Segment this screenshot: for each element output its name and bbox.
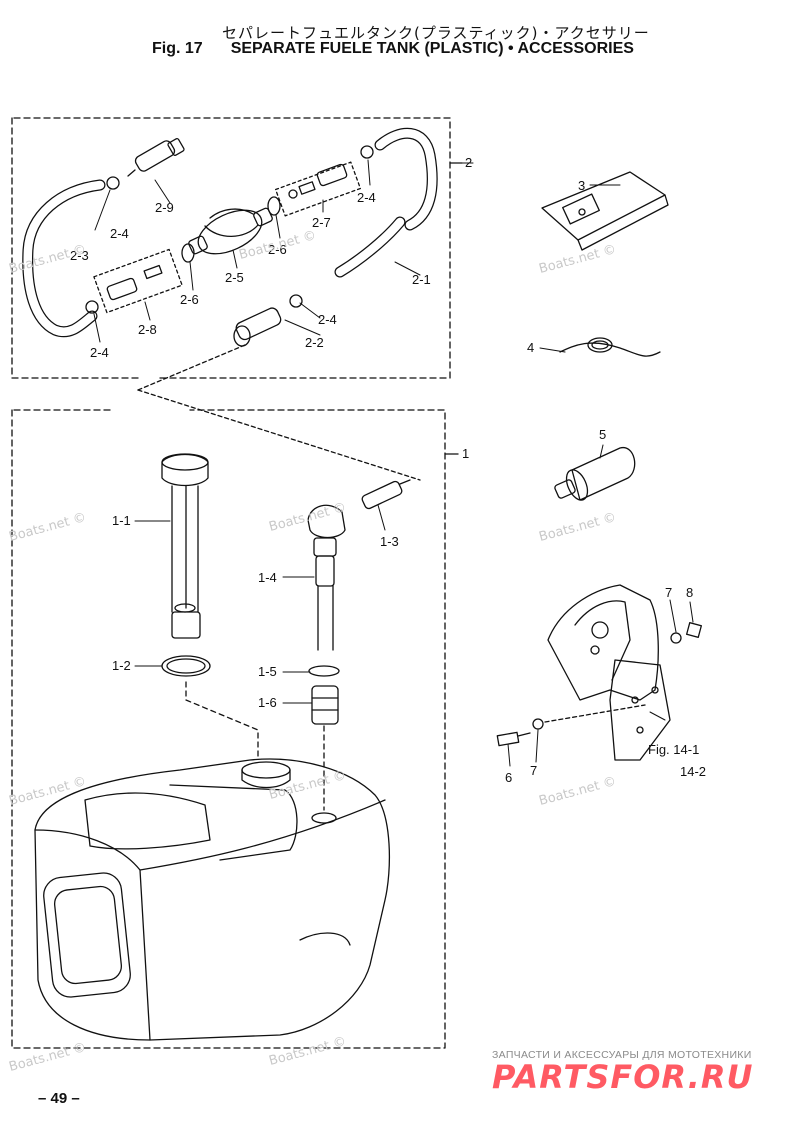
leader-lines: [93, 159, 694, 767]
callout-2-4-b: 2-4: [357, 190, 376, 205]
fuel-gauge-1-1: [161, 453, 209, 639]
callout-2-3: 2-3: [70, 248, 89, 263]
filter-1-6: [311, 685, 339, 725]
title-japanese: セパレートフュエルタンク(プラスティック)・アクセサリー: [222, 24, 650, 42]
fuel-connector-1-3: [361, 479, 411, 510]
callout-6: 6: [505, 770, 513, 785]
valve-group-2-7: [274, 161, 362, 217]
pickup-tube-1-4: [307, 504, 346, 651]
callout-2-4-d: 2-4: [90, 345, 109, 360]
callout-2-4-c: 2-4: [318, 312, 337, 327]
callout-3: 3: [578, 178, 586, 193]
callout-7-a: 7: [530, 763, 538, 778]
callout-2-6-b: 2-6: [268, 242, 287, 257]
callout-1-3: 1-3: [380, 534, 399, 549]
callout-1-6: 1-6: [258, 695, 277, 710]
fuel-filter-5: [554, 447, 636, 501]
reference-fig-14-1: Fig. 14-1: [648, 742, 700, 757]
brand-tagline: ЗАПЧАСТИ И АКСЕССУАРЫ ДЛЯ МОТОТЕХНИКИ: [492, 1049, 752, 1061]
fuel-hose-2-1: [334, 127, 438, 278]
valve-group-2-8: [93, 248, 183, 314]
callout-4: 4: [527, 340, 535, 355]
callout-2-1: 2-1: [412, 272, 431, 287]
page-number: – 49 –: [38, 1090, 80, 1107]
callout-5: 5: [599, 427, 607, 442]
clip-2-4: [106, 176, 120, 190]
callout-2-8: 2-8: [138, 322, 157, 337]
callout-2-5: 2-5: [225, 270, 244, 285]
brand-logo: PARTSFOR.RU: [492, 1058, 754, 1096]
group-box-2: [11, 117, 451, 379]
figure-title-text: SEPARATE FUELE TANK (PLASTIC) • ACCESSOR…: [230, 40, 634, 57]
callout-1-1: 1-1: [112, 513, 131, 528]
motor-bracket: [496, 584, 702, 761]
figure-number: Fig. 17: [152, 40, 203, 57]
callout-1-4: 1-4: [258, 570, 277, 585]
connector-2-9: [127, 138, 185, 177]
fuel-hose-2-3: [22, 179, 106, 338]
callout-2-2: 2-2: [305, 335, 324, 350]
callout-1-2: 1-2: [112, 658, 131, 673]
tool-bag-3: [541, 171, 669, 251]
cord-4: [559, 337, 661, 357]
callout-2-6-a: 2-6: [180, 292, 199, 307]
callout-2: 2: [465, 155, 473, 170]
connector-2-2: [233, 307, 282, 347]
callout-2-7: 2-7: [312, 215, 331, 230]
callout-8: 8: [686, 585, 694, 600]
callout-2-4-a: 2-4: [110, 226, 129, 241]
reference-14-2: 14-2: [680, 764, 707, 779]
fuel-tank: [34, 758, 391, 1041]
check-valve-2-6: [181, 243, 195, 263]
figure-title: Fig. 17 SEPARATE FUELE TANK (PLASTIC) • A…: [152, 40, 634, 58]
primer-bulb-2-5: [188, 207, 273, 255]
callout-1: 1: [462, 446, 470, 461]
o-ring-1-5: [308, 665, 340, 677]
callout-1-5: 1-5: [258, 664, 277, 679]
group-box-1: [11, 409, 446, 1049]
connector-line: [137, 344, 246, 391]
callout-7-b: 7: [665, 585, 673, 600]
callout-2-9: 2-9: [155, 200, 174, 215]
